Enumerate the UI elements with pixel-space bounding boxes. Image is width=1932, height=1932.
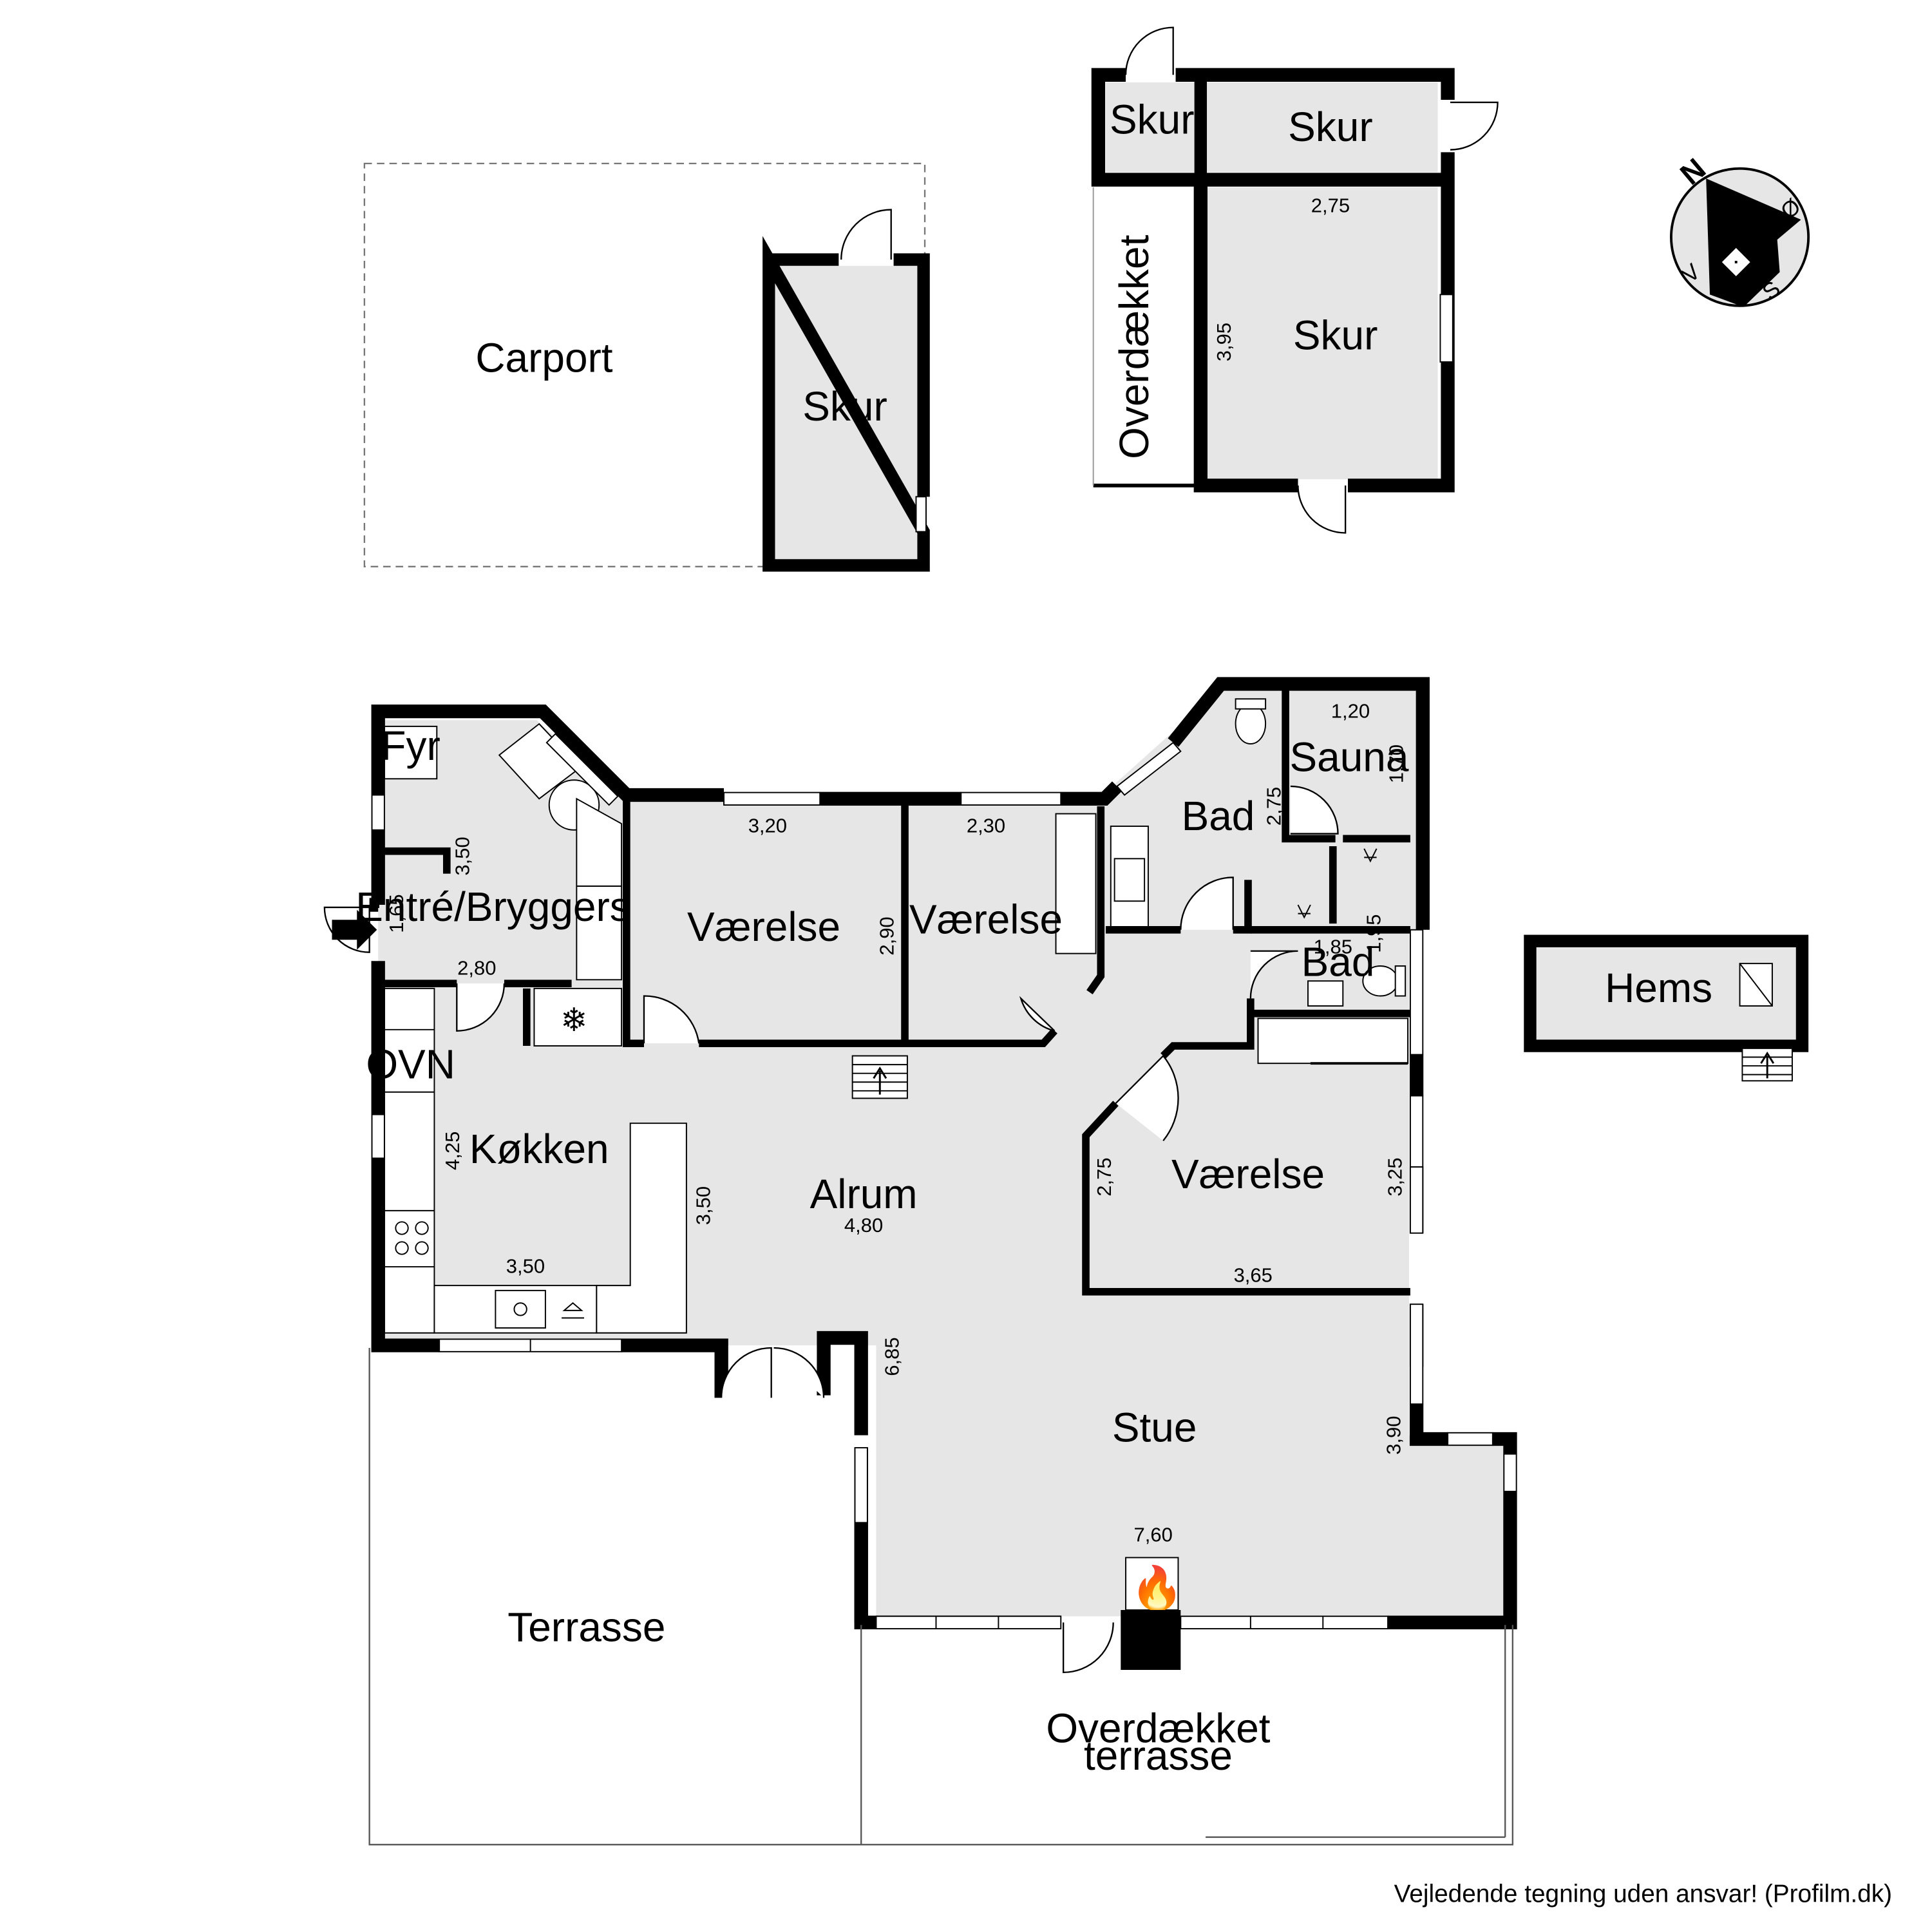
label-skur-top: Skur: [1288, 104, 1372, 150]
dim-alrum-h: 3,50: [692, 1186, 715, 1225]
dim-sauna-w: 1,20: [1331, 699, 1370, 722]
wardrobe: [1055, 813, 1097, 954]
dim-entre-w: 2,80: [457, 957, 496, 980]
dim-skur-big-w: 2,75: [1311, 194, 1350, 216]
terraces: [368, 1348, 1513, 1846]
stairs: [851, 1055, 908, 1099]
label-overdaekket-terrasse-1: Overdækket: [1046, 1705, 1270, 1751]
dim-skur-big-h: 3,95: [1213, 323, 1235, 361]
compass-rose: N Ø S V: [1670, 152, 1810, 307]
walls: [369, 677, 1517, 1630]
windows: [371, 733, 1517, 1630]
dim-v3-w: 3,65: [1234, 1264, 1273, 1286]
label-stue: Stue: [1112, 1404, 1197, 1450]
dim-entre-door: 1,65: [385, 894, 408, 933]
dim-sauna-h: 1,70: [1385, 744, 1407, 783]
hems: [1524, 934, 1809, 1082]
carport-shed: [762, 209, 930, 572]
doors: [323, 785, 1339, 1674]
label-bad-1: Bad: [1182, 793, 1255, 839]
dim-koekken-h: 4,25: [441, 1132, 464, 1170]
label-overdaekket-terrasse-2: terrasse: [1084, 1732, 1233, 1779]
label-overdaekket: Overdækket: [1111, 234, 1157, 459]
label-skur-big: Skur: [1293, 312, 1378, 359]
dim-entre-h: 3,50: [451, 837, 474, 875]
interior-walls: [384, 688, 1410, 1296]
label-entre: Entré/Bryggers: [355, 884, 630, 930]
dim-stue-h-right: 3,90: [1382, 1416, 1405, 1455]
dim-v1-h: 2,90: [876, 916, 898, 955]
dim-v2-w: 2,30: [967, 815, 1005, 837]
dim-bad2-w: 1,85: [1314, 936, 1352, 958]
dim-v3-h-right: 3,25: [1383, 1157, 1406, 1196]
fireplace: 🔥: [1121, 1557, 1184, 1671]
label-sauna: Sauna: [1290, 734, 1409, 781]
dim-bad2-h: 1,95: [1362, 914, 1385, 952]
label-hems: Hems: [1605, 965, 1712, 1011]
label-terrasse: Terrasse: [507, 1604, 665, 1650]
room-labels: Carport Skur Skur Skur Skur Overdækket F…: [355, 96, 1712, 1779]
label-fyr: Fyr: [381, 723, 440, 769]
credit-text: Vejledende tegning uden ansvar! (Profilm…: [1394, 1880, 1892, 1908]
label-vaerelse-1: Værelse: [687, 904, 840, 950]
label-vaerelse-2: Værelse: [909, 896, 1063, 943]
label-skur-carport: Skur: [802, 383, 887, 430]
entrance-arrow-icon: [332, 909, 377, 950]
fire-icon: 🔥: [1131, 1564, 1184, 1612]
label-ovn: OVN: [366, 1041, 455, 1087]
dim-stue-h-left: 6,85: [880, 1337, 903, 1376]
label-koekken: Køkken: [469, 1126, 609, 1172]
label-bad-2: Bad: [1302, 939, 1375, 985]
label-skur-small: Skur: [1110, 96, 1194, 142]
entre-fittings: [383, 723, 623, 981]
label-carport: Carport: [475, 335, 612, 381]
dimension-labels: 2,75 3,95 3,50 1,65 2,80 3,20 2,90 2,30 …: [385, 194, 1407, 1546]
svg-text:❄: ❄: [560, 1001, 587, 1038]
dim-koekken-w: 3,50: [506, 1255, 545, 1278]
dim-bad-h: 2,75: [1262, 787, 1285, 826]
dim-v3-h-left: 2,75: [1093, 1157, 1115, 1196]
dim-v1-w: 3,20: [748, 815, 787, 837]
kitchen-counters: ❄: [383, 987, 687, 1334]
sheds-group: [1091, 26, 1499, 534]
bath-fittings: [1110, 698, 1409, 1065]
dim-stue-w: 7,60: [1134, 1523, 1173, 1546]
dim-alrum-w: 4,80: [844, 1214, 883, 1236]
label-vaerelse-3: Værelse: [1171, 1151, 1325, 1197]
label-alrum: Alrum: [810, 1171, 918, 1217]
